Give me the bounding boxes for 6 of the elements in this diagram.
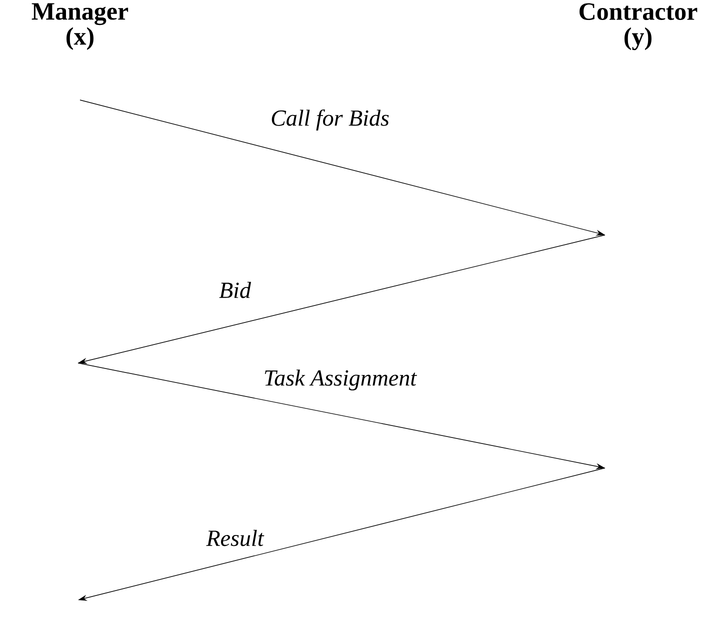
arrow-label: Call for Bids <box>272 109 389 131</box>
arrow-label: Result <box>206 530 264 546</box>
arrow-label: Bid <box>219 282 252 298</box>
header-text: Contractor (y) <box>580 3 698 50</box>
header-text: Manager (x) <box>32 3 128 50</box>
arrow-label: Task Assignment <box>264 370 418 390</box>
